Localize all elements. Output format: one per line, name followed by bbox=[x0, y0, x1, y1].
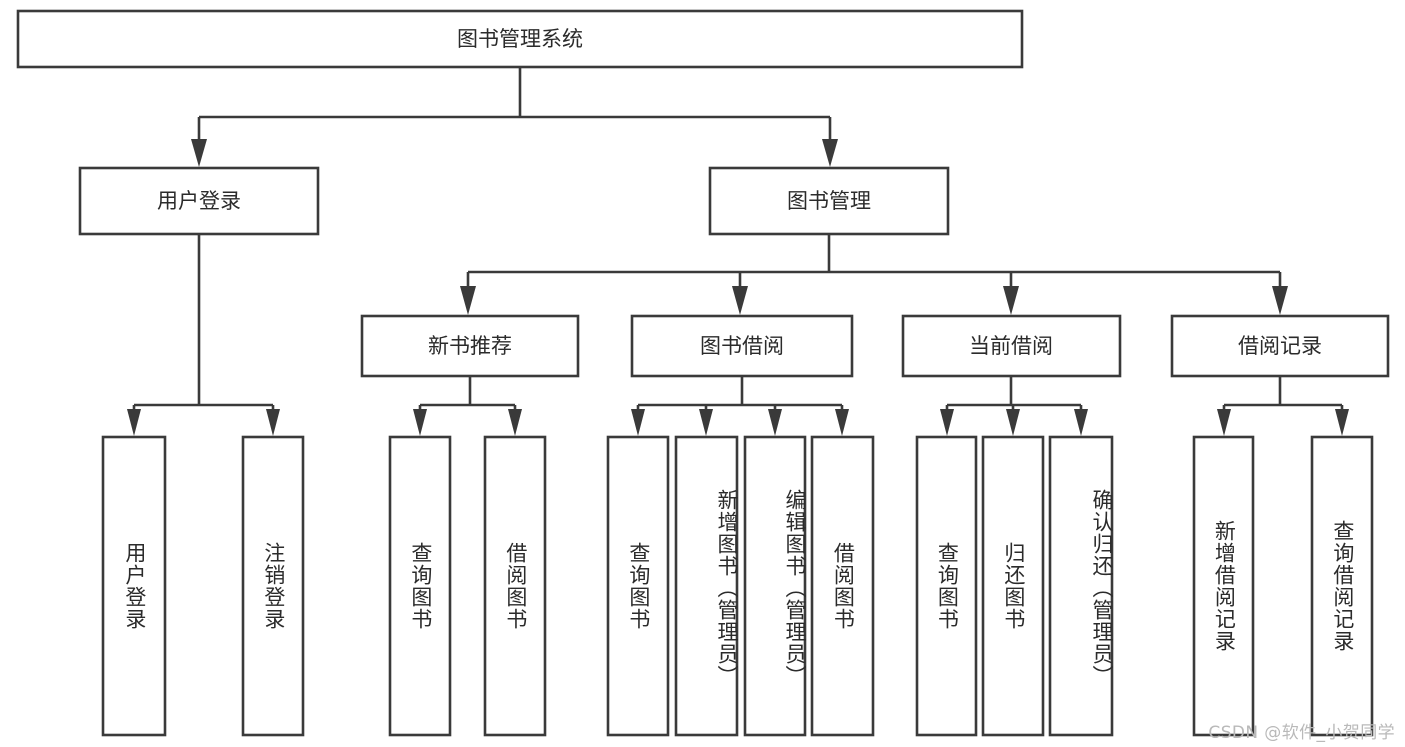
leaf-box-return-book[interactable] bbox=[981, 435, 1045, 737]
leaf-label-borrow-book-nb: 借阅图书 bbox=[503, 542, 528, 630]
leaf-label-query-book-bb: 查询图书 bbox=[626, 542, 651, 630]
leaf-label-query-book-cb: 查询图书 bbox=[935, 542, 960, 630]
node-user-login-label: 用户登录 bbox=[157, 189, 241, 213]
connector-user-login-to-leaves bbox=[127, 234, 280, 436]
leaf-box-query-book-nb[interactable] bbox=[388, 435, 452, 737]
leaf-label-edit-book-admin: 编辑图书（管理员） bbox=[783, 489, 807, 687]
arrow-head-icon bbox=[1003, 286, 1019, 315]
node-root[interactable]: 图书管理系统 bbox=[16, 9, 1024, 69]
node-user-login[interactable]: 用户登录 bbox=[78, 166, 320, 236]
leaf-box-borrow-book-bb[interactable] bbox=[810, 435, 875, 737]
leaf-box-query-book-bb[interactable] bbox=[606, 435, 670, 737]
leaf-box-add-borrow-record[interactable] bbox=[1192, 435, 1255, 737]
arrow-head-icon bbox=[460, 286, 476, 315]
leaf-box-add-book-admin[interactable] bbox=[674, 435, 739, 737]
connector-root-to-level1 bbox=[191, 67, 838, 167]
node-root-label: 图书管理系统 bbox=[457, 27, 583, 51]
leaf-box-user-login[interactable] bbox=[101, 435, 167, 737]
connector-current-borrow-to-leaves bbox=[940, 376, 1088, 436]
watermark: CSDN @软件_小贺同学 bbox=[1208, 723, 1395, 743]
arrow-head-icon bbox=[1217, 409, 1231, 436]
node-current-borrow[interactable]: 当前借阅 bbox=[901, 314, 1122, 378]
leaf-label-return-book: 归还图书 bbox=[1001, 542, 1026, 630]
arrow-head-icon bbox=[191, 139, 207, 167]
leaf-box-query-borrow-record[interactable] bbox=[1310, 435, 1374, 737]
arrow-head-icon bbox=[835, 409, 849, 436]
node-borrow-record-label: 借阅记录 bbox=[1238, 334, 1322, 358]
arrow-head-icon bbox=[631, 409, 645, 436]
node-book-management-label: 图书管理 bbox=[787, 189, 871, 213]
node-new-book-recommend[interactable]: 新书推荐 bbox=[360, 314, 580, 378]
arrow-head-icon bbox=[699, 409, 713, 436]
arrow-head-icon bbox=[1074, 409, 1088, 436]
arrow-head-icon bbox=[940, 409, 954, 436]
leaf-label-user-login: 用户登录 bbox=[122, 542, 147, 630]
leaf-label-query-book-nb: 查询图书 bbox=[408, 542, 433, 630]
leaf-label-query-borrow-record: 查询借阅记录 bbox=[1330, 520, 1355, 652]
arrow-head-icon bbox=[822, 139, 838, 167]
leaf-box-logout[interactable] bbox=[241, 435, 305, 737]
node-borrow-record[interactable]: 借阅记录 bbox=[1170, 314, 1390, 378]
leaf-box-confirm-return-admin[interactable] bbox=[1048, 435, 1114, 737]
node-book-management[interactable]: 图书管理 bbox=[708, 166, 950, 236]
arrow-head-icon bbox=[413, 409, 427, 436]
connector-new-book-to-leaves bbox=[413, 376, 522, 436]
node-book-borrow-label: 图书借阅 bbox=[700, 334, 784, 358]
leaf-label-borrow-book-bb: 借阅图书 bbox=[831, 542, 856, 630]
leaf-box-edit-book-admin[interactable] bbox=[743, 435, 807, 737]
arrow-head-icon bbox=[1272, 286, 1288, 315]
arrow-head-icon bbox=[266, 409, 280, 436]
arrow-head-icon bbox=[1335, 409, 1349, 436]
connector-borrow-record-to-leaves bbox=[1217, 376, 1349, 436]
leaf-label-add-book-admin: 新增图书（管理员） bbox=[715, 489, 739, 687]
leaf-boxes bbox=[101, 435, 1374, 737]
connector-booking-to-level2 bbox=[460, 234, 1288, 315]
leaf-box-query-book-cb[interactable] bbox=[915, 435, 978, 737]
arrow-head-icon bbox=[127, 409, 141, 436]
leaf-label-confirm-return-admin: 确认归还（管理员） bbox=[1090, 489, 1114, 687]
node-current-borrow-label: 当前借阅 bbox=[969, 334, 1053, 358]
leaf-box-borrow-book-nb[interactable] bbox=[483, 435, 547, 737]
arrow-head-icon bbox=[508, 409, 522, 436]
leaf-label-logout: 注销登录 bbox=[261, 542, 286, 630]
connector-book-borrow-to-leaves bbox=[631, 376, 849, 436]
node-book-borrow[interactable]: 图书借阅 bbox=[630, 314, 854, 378]
arrow-head-icon bbox=[768, 409, 782, 436]
arrow-head-icon bbox=[1006, 409, 1020, 436]
arrow-head-icon bbox=[732, 286, 748, 315]
leaf-label-add-borrow-record: 新增借阅记录 bbox=[1212, 520, 1237, 652]
node-new-book-recommend-label: 新书推荐 bbox=[428, 334, 512, 358]
